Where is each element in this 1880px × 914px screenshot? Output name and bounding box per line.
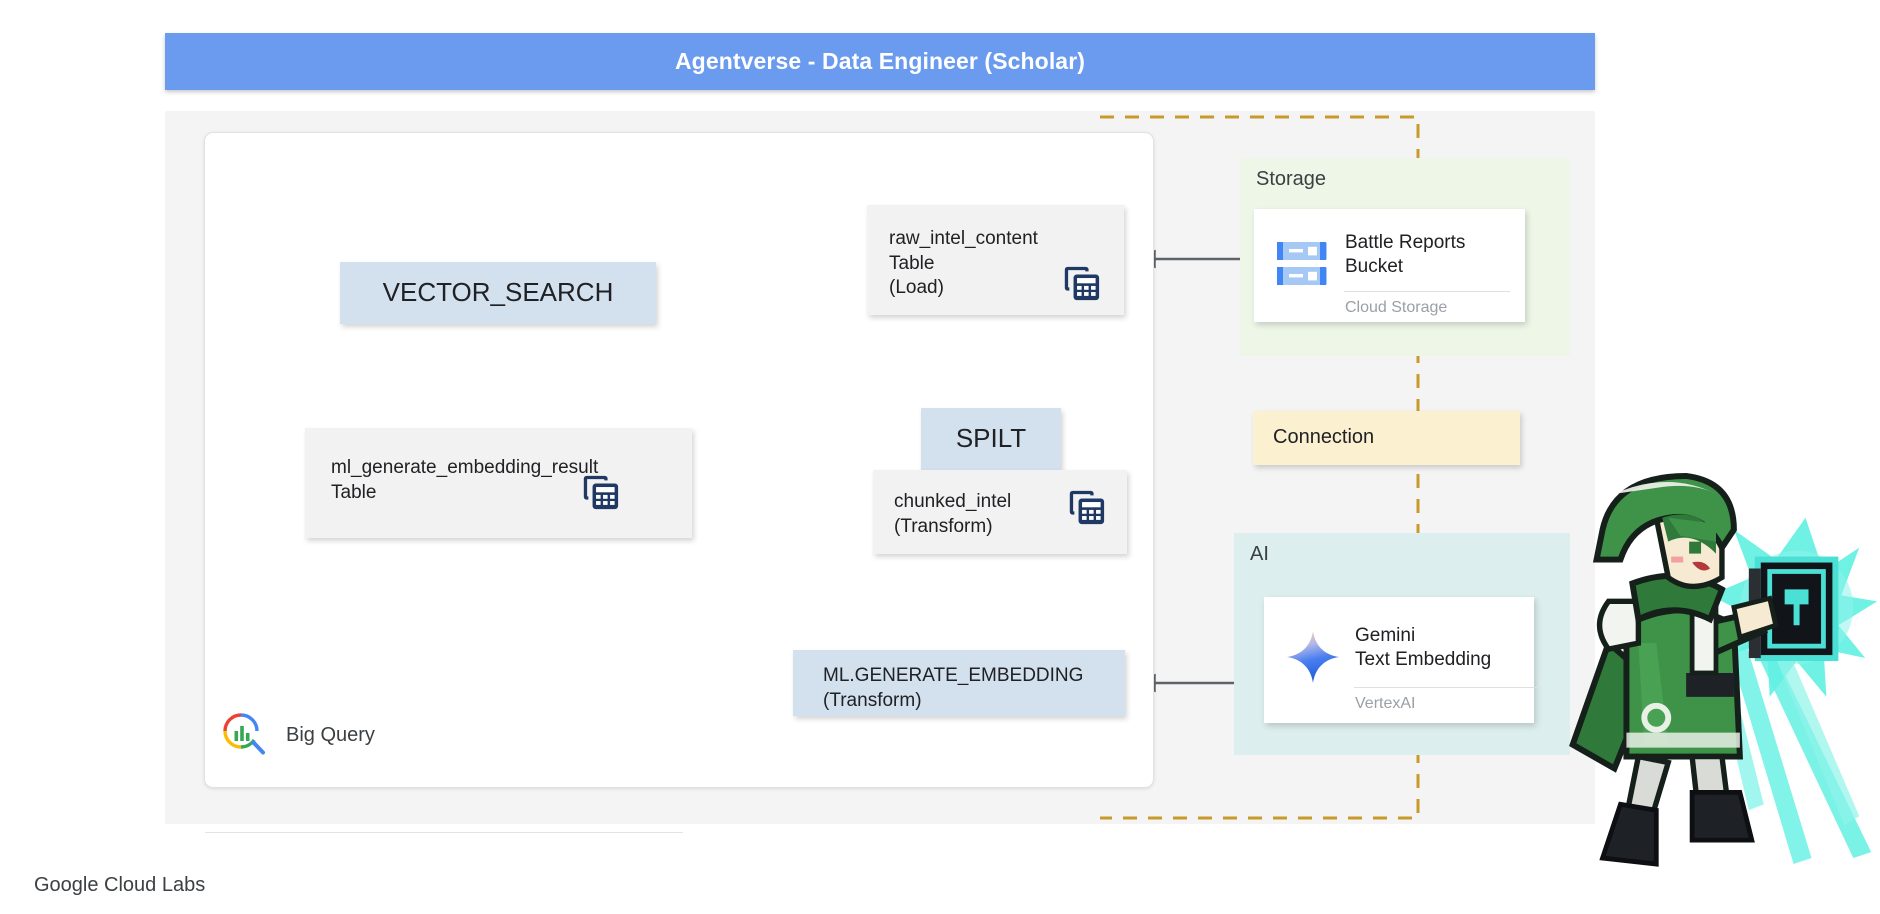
node-ml-generate-embedding-result[interactable]: ml_generate_embedding_result Table [305,428,692,538]
scholar-character-sprite [1569,472,1878,867]
footer-label: Google Cloud Labs [34,874,206,896]
cloud-storage-icon [1277,242,1327,285]
group-ai-title: AI [1250,543,1269,565]
bigquery-product-label: Big Query [286,723,375,746]
page-title: Agentverse - Data Engineer (Scholar) [674,48,1086,74]
connection-box[interactable]: Connection [1253,411,1520,465]
bigquery-logo-icon [223,713,265,755]
node-ml-generate-embedding-result-label: ml_generate_embedding_result Table [331,457,599,503]
service-card-gemini-text-embedding[interactable]: Gemini Text Embedding VertexAI [1264,597,1540,723]
header-title-bar: Agentverse - Data Engineer (Scholar) [165,33,1595,90]
connection-box-label: Connection [1273,426,1375,448]
node-vector-search[interactable]: VECTOR_SEARCH [340,262,656,324]
bigquery-footer-divider [205,832,683,833]
service-card-subtitle: Cloud Storage [1345,299,1448,316]
service-card-name: Gemini Text Embedding [1355,625,1492,671]
service-card-battle-reports-bucket[interactable]: Battle Reports Bucket Cloud Storage [1254,209,1525,322]
group-storage-title: Storage [1256,168,1327,190]
bigquery-table-icon [1064,266,1100,301]
node-spilt[interactable]: SPILT [921,408,1061,470]
service-card-divider [1354,687,1540,688]
node-spilt-label: SPILT [955,423,1027,454]
node-chunked-intel-label: chunked_intel (Transform) [894,491,1012,537]
node-ml-generate-embedding-label: ML.GENERATE_EMBEDDING (Transform) [823,665,1084,711]
gemini-spark-icon [1287,631,1339,683]
service-card-name: Battle Reports Bucket [1345,232,1466,278]
bigquery-table-icon [1069,490,1105,525]
node-raw-intel-content[interactable]: raw_intel_content Table (Load) [867,205,1124,315]
service-card-divider [1344,291,1510,292]
bigquery-table-icon [583,475,619,510]
bigquery-product-footer: Big Query [222,712,375,758]
service-card-subtitle: VertexAI [1355,695,1416,712]
node-raw-intel-content-label: raw_intel_content Table (Load) [889,228,1038,299]
node-ml-generate-embedding[interactable]: ML.GENERATE_EMBEDDING (Transform) [793,650,1125,716]
node-chunked-intel[interactable]: chunked_intel (Transform) [873,470,1127,554]
node-vector-search-label: VECTOR_SEARCH [382,277,614,308]
